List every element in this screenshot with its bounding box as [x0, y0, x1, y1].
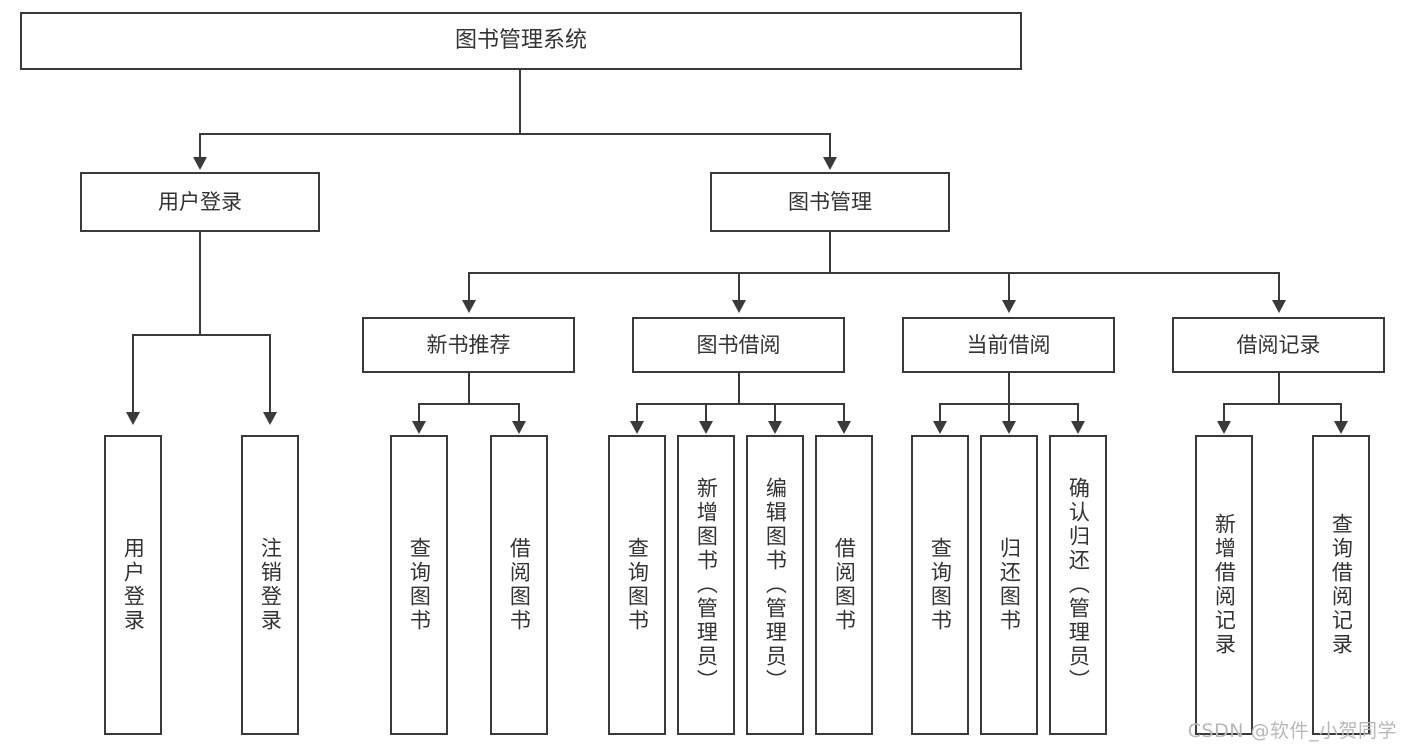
- arrowhead-new-book: [462, 300, 476, 313]
- leaf-query-book-recommend[interactable]: 查询图书: [390, 435, 448, 735]
- connector-book-borrow-c4: [843, 403, 845, 421]
- arrowhead-leaf-logout: [263, 412, 277, 425]
- arrowhead-current-borrow-c3: [1071, 421, 1085, 434]
- connector-book-borrow-c2: [705, 403, 707, 421]
- connector-root-stem: [519, 70, 521, 134]
- connector-book-borrow-c3: [774, 403, 776, 421]
- leaf-label: 用户登录: [121, 537, 146, 633]
- arrowhead-book-borrow-c3: [768, 421, 782, 434]
- leaf-add-borrow-record[interactable]: 新增借阅记录: [1195, 435, 1253, 735]
- connector-user-login-bus: [132, 334, 269, 336]
- leaf-add-book-admin[interactable]: 新增图书（管理员）: [677, 435, 735, 735]
- connector-borrow-record-bus: [1223, 403, 1340, 405]
- connector-to-new-book: [468, 272, 470, 300]
- leaf-query-borrow-record[interactable]: 查询借阅记录: [1312, 435, 1370, 735]
- node-borrow-record[interactable]: 借阅记录: [1172, 317, 1385, 373]
- connector-root-to-book-manage: [829, 133, 831, 157]
- connector-new-book-bus: [418, 403, 518, 405]
- arrowhead-book-borrow-c4: [837, 421, 851, 434]
- arrowhead-book-borrow-c2: [699, 421, 713, 434]
- leaf-return-book[interactable]: 归还图书: [980, 435, 1038, 735]
- arrowhead-book-borrow-c1: [630, 421, 644, 434]
- leaf-query-book-current[interactable]: 查询图书: [911, 435, 969, 735]
- connector-to-borrow-record: [1278, 272, 1280, 300]
- arrowhead-current-borrow: [1002, 300, 1016, 313]
- leaf-label: 查询图书: [407, 537, 432, 633]
- connector-to-book-borrow: [738, 272, 740, 300]
- arrowhead-book-borrow: [732, 300, 746, 313]
- node-current-borrow[interactable]: 当前借阅: [902, 317, 1115, 373]
- node-root-system[interactable]: 图书管理系统: [20, 12, 1022, 70]
- connector-to-leaf-logout: [269, 334, 271, 412]
- node-label: 用户登录: [158, 189, 242, 214]
- node-user-login[interactable]: 用户登录: [80, 172, 320, 232]
- connector-book-manage-bus: [468, 272, 1279, 274]
- arrowhead-borrow-record: [1272, 300, 1286, 313]
- arrowhead-user-login: [193, 157, 207, 170]
- arrowhead-new-book-c2: [512, 421, 526, 434]
- connector-current-borrow-stem: [1008, 373, 1010, 404]
- connector-book-borrow-stem: [738, 373, 740, 404]
- node-label: 新书推荐: [426, 332, 511, 357]
- connector-borrow-record-stem: [1278, 373, 1280, 404]
- leaf-label: 归还图书: [997, 537, 1022, 633]
- connector-book-borrow-c1: [636, 403, 638, 421]
- connector-new-book-stem: [468, 373, 470, 404]
- arrowhead-leaf-user-login: [126, 412, 140, 425]
- arrowhead-new-book-c1: [412, 421, 426, 434]
- leaf-label: 新增借阅记录: [1212, 513, 1237, 657]
- connector-borrow-record-c1: [1223, 403, 1225, 421]
- leaf-confirm-return-admin[interactable]: 确认归还（管理员）: [1049, 435, 1107, 735]
- node-label: 当前借阅: [966, 332, 1051, 357]
- leaf-label: 注销登录: [258, 537, 283, 633]
- connector-borrow-record-c2: [1340, 403, 1342, 421]
- connector-root-bus: [199, 133, 831, 135]
- arrowhead-book-manage: [823, 157, 837, 170]
- leaf-label: 查询借阅记录: [1329, 513, 1354, 657]
- leaf-label: 编辑图书（管理员）: [763, 477, 788, 693]
- leaf-label: 新增图书（管理员）: [694, 477, 719, 693]
- leaf-edit-book-admin[interactable]: 编辑图书（管理员）: [746, 435, 804, 735]
- leaf-user-login[interactable]: 用户登录: [104, 435, 162, 735]
- arrowhead-current-borrow-c1: [933, 421, 947, 434]
- leaf-label: 确认归还（管理员）: [1066, 477, 1091, 693]
- leaf-label: 查询图书: [625, 537, 650, 633]
- arrowhead-borrow-record-c1: [1217, 421, 1231, 434]
- connector-current-borrow-c3: [1077, 403, 1079, 421]
- watermark-text: CSDN @软件_小贺同学: [1187, 720, 1397, 742]
- connector-new-book-c2: [518, 403, 520, 421]
- leaf-label: 借阅图书: [507, 537, 532, 633]
- connector-root-to-user-login: [199, 133, 201, 157]
- connector-to-leaf-user-login: [132, 334, 134, 412]
- leaf-logout[interactable]: 注销登录: [241, 435, 299, 735]
- node-book-borrow[interactable]: 图书借阅: [632, 317, 845, 373]
- leaf-borrow-book-recommend[interactable]: 借阅图书: [490, 435, 548, 735]
- connector-new-book-c1: [418, 403, 420, 421]
- connector-book-borrow-bus: [636, 403, 844, 405]
- connector-book-manage-stem: [829, 232, 831, 273]
- arrowhead-current-borrow-c2: [1002, 421, 1016, 434]
- connector-current-borrow-c2: [1008, 403, 1010, 421]
- node-label: 借阅记录: [1236, 332, 1321, 357]
- connector-to-current-borrow: [1008, 272, 1010, 300]
- leaf-query-book-borrow[interactable]: 查询图书: [608, 435, 666, 735]
- connector-user-login-stem: [199, 232, 201, 335]
- leaf-label: 借阅图书: [832, 537, 857, 633]
- node-new-book-recommend[interactable]: 新书推荐: [362, 317, 575, 373]
- node-label: 图书借阅: [696, 332, 781, 357]
- connector-current-borrow-c1: [939, 403, 941, 421]
- node-label: 图书管理: [788, 189, 872, 214]
- arrowhead-borrow-record-c2: [1334, 421, 1348, 434]
- node-book-manage[interactable]: 图书管理: [710, 172, 950, 232]
- leaf-borrow-book[interactable]: 借阅图书: [815, 435, 873, 735]
- leaf-label: 查询图书: [928, 537, 953, 633]
- node-label: 图书管理系统: [454, 28, 587, 54]
